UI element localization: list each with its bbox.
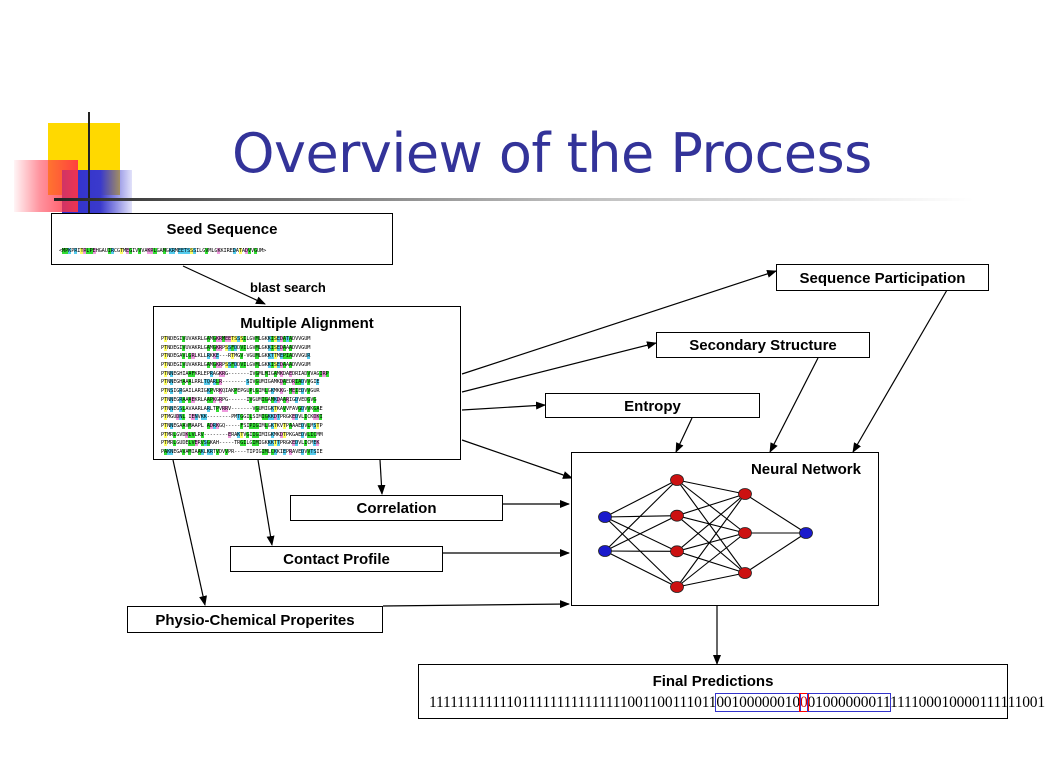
contact-profile-box: Contact Profile [230, 546, 443, 572]
arrow-secondary-to-nn [769, 357, 819, 453]
prediction-segment: 00100000010 [715, 693, 801, 712]
alignment-row: PTNNEGAAVMAAPL ADRKGQ-----FSIPIGIMLGKTKV… [161, 422, 323, 429]
contact-profile-label: Contact Profile [283, 551, 390, 568]
arrow-entropy-to-nn [675, 417, 693, 453]
arrow-alignment-to-entropy [461, 401, 546, 411]
nn-edge [676, 493, 746, 588]
seed-sequence-box: Seed Sequence <MPKPRITRLPEHGAUIRCGTMEGIV… [51, 213, 393, 265]
alignment-row: PTNNEGSLAVAARLARLTPVRRV-------VGUMIGKTKA… [161, 405, 323, 412]
alignment-row: PTMGUDNL IENVKK--------PMTGGILSIMIGKKDTP… [161, 414, 323, 421]
nn-edge [744, 493, 807, 534]
slide-title: Overview of the Process [232, 122, 872, 185]
nn-edge [676, 479, 746, 534]
multiple-alignment-label: Multiple Alignment [240, 315, 374, 332]
nn-edge [604, 515, 678, 518]
sequence-participation-label: Sequence Participation [799, 270, 966, 287]
nn-edge [676, 493, 746, 552]
alignment-row: PTNNEGRAAAEKRLAAPKGRPG------IVGUMIGAMKDA… [161, 396, 317, 403]
nn-hidden-node [670, 509, 684, 522]
alignment-row: PTMRLGVDKLVLRV--------ERAKTVGIIGIMIGKMKD… [161, 431, 323, 438]
seed-sequence-label: Seed Sequence [166, 221, 278, 238]
nn-edge [604, 479, 678, 518]
arrow-alignment-to-secondary [461, 341, 657, 393]
nn-edge [676, 572, 746, 588]
nn-hidden-node [670, 545, 684, 558]
alignment-row: PTNNEGHIAAFKRLEPRAGKRG-------IVGMLMIGAMK… [161, 370, 329, 377]
nn-edge [604, 515, 678, 552]
arrow-alignment-to-correlation [377, 459, 386, 495]
secondary-structure-label: Secondary Structure [689, 337, 837, 354]
nn-edge [676, 532, 746, 552]
nn-io-node [799, 527, 813, 539]
neural-network-graph [598, 474, 813, 593]
alignment-row: PAKNEGAVAMIAAKLKRTVDVVPR----TIPIGIMLCKKI… [161, 448, 323, 455]
alignment-row: PTNDEGIVUVAKRLGAMGKRPSSFDDVILGVMLGKKISED… [161, 362, 311, 369]
blast-search-label: blast search [250, 280, 326, 295]
neural-network-label: Neural Network [750, 461, 861, 478]
correlation-label: Correlation [356, 500, 437, 517]
alignment-row: PTNDEGIVUVAKRLGAMGKRPSSFDDVILGVMLGKKISED… [161, 344, 311, 351]
arrow-alignment-to-nn [461, 439, 573, 479]
physio-chemical-box: Physio-Chemical Properites [127, 606, 383, 633]
nn-hidden-node [738, 567, 752, 579]
entropy-label: Entropy [624, 398, 681, 415]
nn-io-node [598, 545, 612, 557]
nn-edge [604, 550, 678, 588]
prediction-segment: 01000000011 [806, 693, 892, 712]
alignment-row: PTNDEGIVUVAKRLGAMGKRMEETSSSILGVMLGKKISED… [161, 336, 311, 342]
alignment-row: PTNNEGHAAALRRLTQARLR--------SIVGUMIGAMKD… [161, 379, 320, 386]
neural-network-box: Neural Network [571, 452, 879, 606]
final-predictions-sequence: 1111111111110111111111111111001100111011… [429, 693, 1045, 712]
seed-sequence-text: <MPKPRITRLPEHGAUIRCGTMEGIVVVAKRLGAMGKRME… [59, 248, 267, 254]
final-predictions-label: Final Predictions [652, 673, 774, 690]
nn-io-node [598, 511, 612, 523]
arrow-participation-to-nn [852, 289, 948, 453]
nn-edge [676, 479, 746, 574]
alignment-row: PTNSIGRGAILARIGKPVRKQIAKPEPGUPLGIMLGKMKK… [161, 388, 320, 395]
nn-hidden-node [670, 581, 684, 593]
nn-edge [676, 479, 746, 495]
prediction-segment: 0 [798, 693, 809, 712]
sequence-participation-box: Sequence Participation [776, 264, 989, 291]
prediction-segment: 111100010000111111001 [890, 694, 1045, 711]
nn-edge [744, 532, 807, 574]
arrow-seed-to-alignment [182, 265, 266, 305]
final-predictions-box: Final Predictions 1111111111110111111111… [418, 664, 1045, 719]
alignment-block: PTNDEGIVUVAKRLGAMGKRMEETSSSILGVMLGKKISED… [161, 335, 453, 457]
nn-edge [676, 550, 746, 574]
nn-hidden-node [670, 474, 684, 486]
nn-hidden-node [738, 527, 752, 539]
nn-edge [676, 515, 746, 574]
nn-edge [604, 479, 678, 552]
correlation-box: Correlation [290, 495, 503, 521]
entropy-box: Entropy [545, 393, 760, 418]
multiple-alignment-box: Multiple Alignment PTNDEGIVUVAKRLGAMGKRM… [153, 306, 461, 460]
nn-edge [604, 516, 678, 588]
prediction-segment: 1111111111110111111111111111001100111011 [429, 694, 717, 711]
connector-arrows [172, 265, 948, 665]
alignment-row: PTNDEGAVLGRLKLLRKKE---RTMGV-VGUMLGKKTTME… [161, 353, 311, 360]
arrow-physio-to-nn [382, 600, 570, 609]
nn-edge [676, 515, 746, 534]
nn-edge [676, 532, 746, 588]
nn-hidden-node [738, 488, 752, 500]
nn-edge [676, 493, 746, 517]
arrow-alignment-to-physio [172, 459, 207, 606]
alignment-row: PTMRLGUDELVERVSGKAH-----TRGILGIMIGKKKTTP… [161, 440, 320, 447]
nn-edge [604, 516, 678, 552]
arrow-alignment-to-participation [461, 270, 777, 375]
arrow-alignment-to-contact [257, 459, 275, 546]
physio-chemical-label: Physio-Chemical Properites [155, 612, 355, 629]
secondary-structure-box: Secondary Structure [656, 332, 870, 358]
